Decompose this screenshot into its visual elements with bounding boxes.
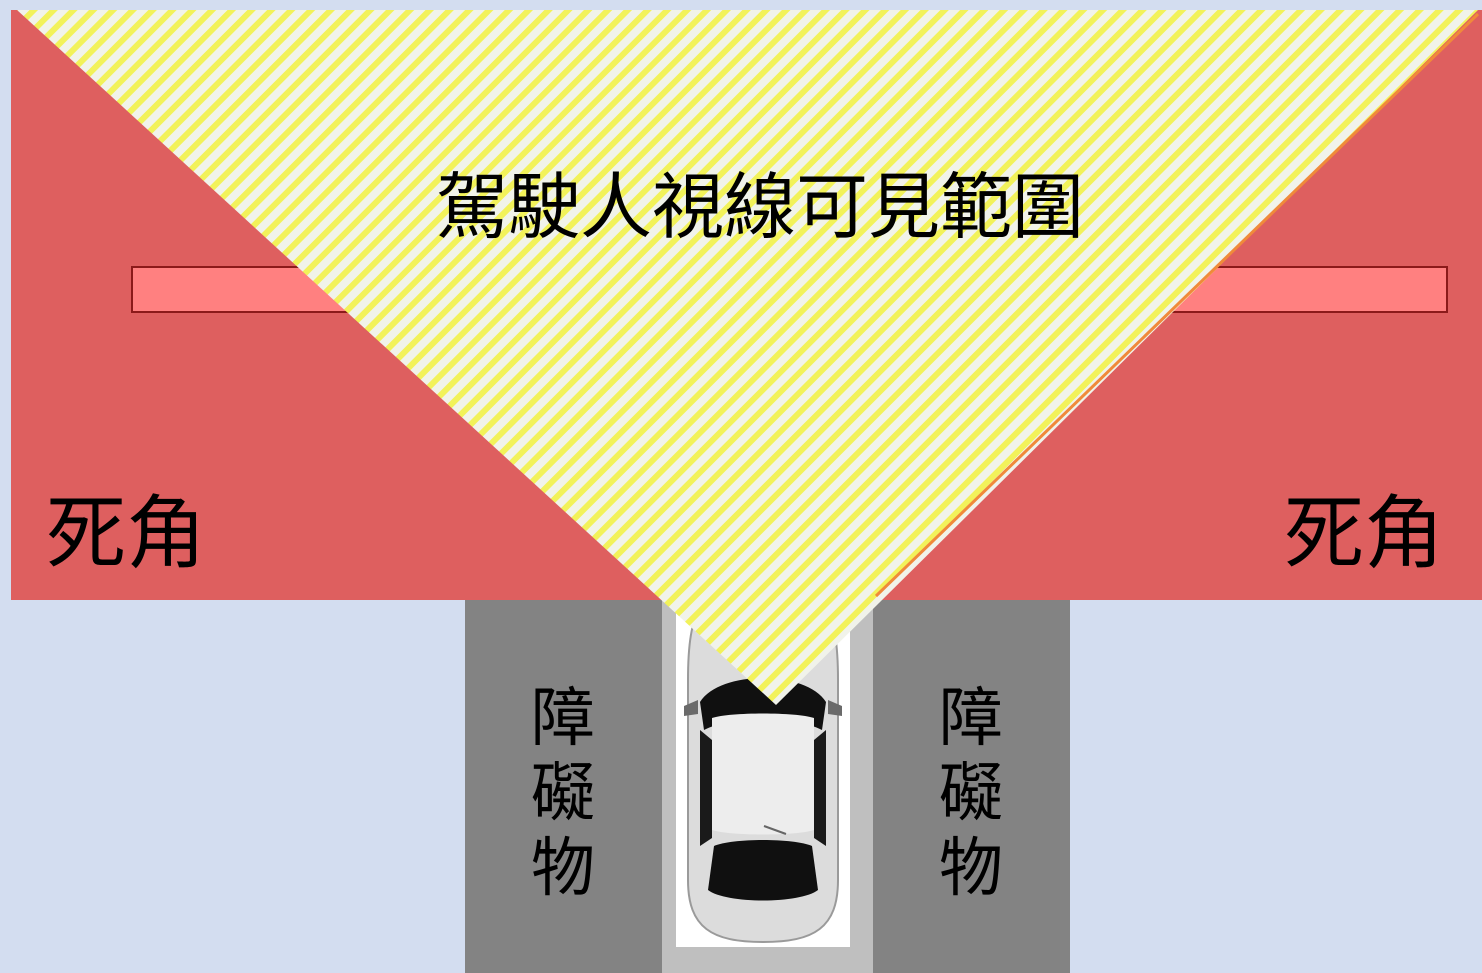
left-obstacle-char-2: 礙 [531,757,595,831]
visible-range-area [17,10,1478,705]
obstacle-right [873,600,1070,973]
sightline-edge [874,12,1480,598]
left-obstacle-char-1: 障 [531,682,595,756]
right-obstacle-char-1: 障 [939,682,1003,756]
right-blind-spot-label: 死角 [1284,487,1444,580]
right-obstacle-char-2: 礙 [939,757,1003,831]
left-obstacle-char-3: 物 [531,832,595,906]
left-blind-spot-label: 死角 [46,487,206,580]
title-label: 駕駛人視線可見範圍 [436,165,1084,249]
obstacle-left [465,600,662,973]
right-obstacle-char-3: 物 [939,832,1003,906]
